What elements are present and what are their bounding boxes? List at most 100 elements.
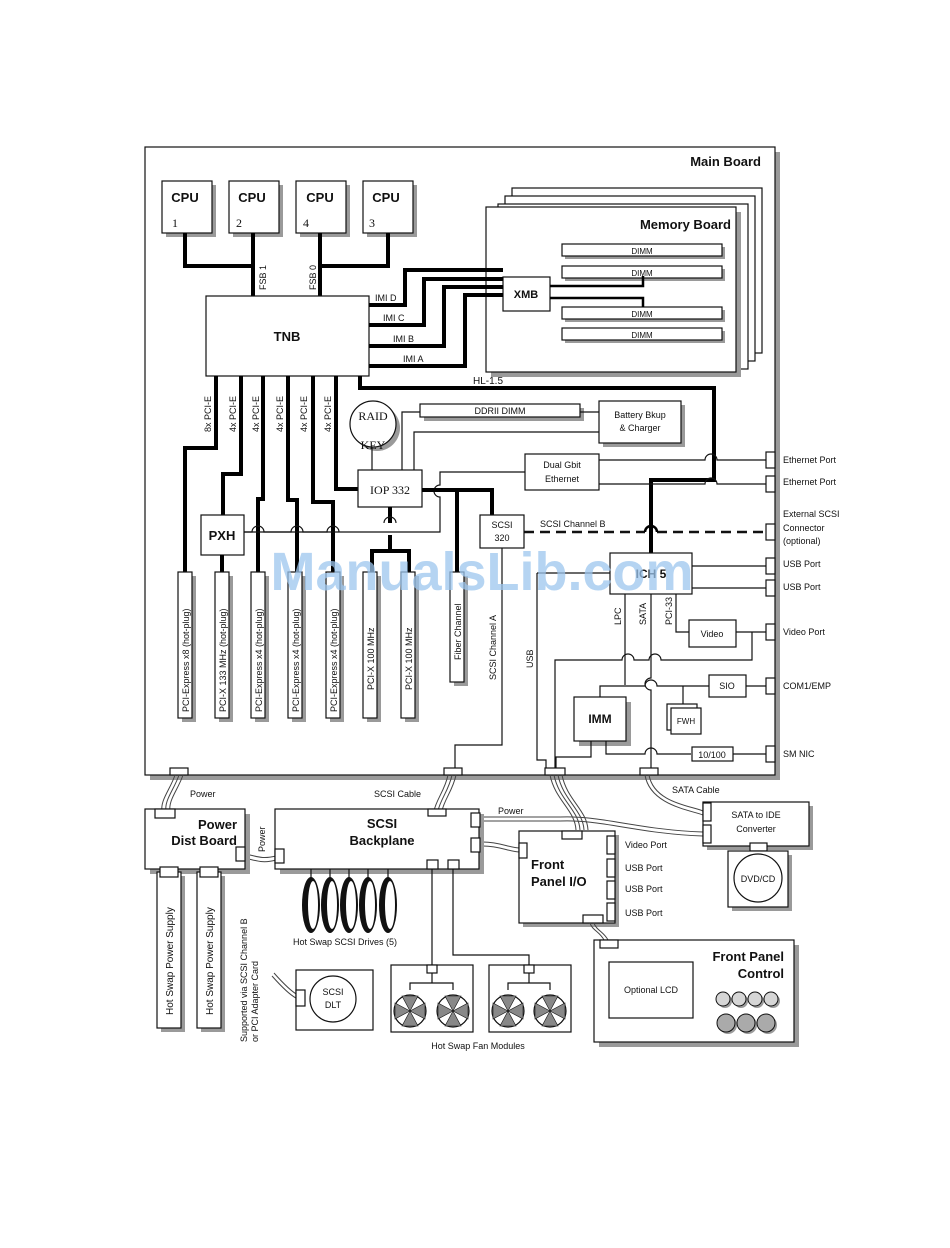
sata-cable-label: SATA Cable [672, 785, 720, 795]
svg-text:CPU: CPU [171, 190, 198, 205]
backplane-power-label: Power [498, 806, 524, 816]
fp-video-port: Video Port [625, 840, 667, 850]
raid-key: RAID KEY [349, 400, 400, 470]
slot-3: PCI-Express x4 (hot-plug) [254, 608, 264, 712]
dual-gbit-ethernet: Dual Gbit Ethernet [205, 453, 766, 533]
pcie-links: 8x PCI-E 4x PCI-E 4x PCI-E 4x PCI-E 4x P… [183, 376, 358, 572]
scsi-cable-label: SCSI Cable [374, 789, 421, 799]
svg-text:4x PCI-E: 4x PCI-E [228, 396, 238, 432]
imm-chip: IMM [555, 696, 691, 768]
svg-text:SATA: SATA [638, 603, 648, 625]
svg-text:CPU: CPU [372, 190, 399, 205]
tnb-chip: TNB [205, 295, 370, 377]
main-board-label: Main Board [690, 154, 761, 169]
front-panel-io: Front Panel I/O Video Port USB Port USB … [518, 830, 667, 941]
svg-text:10/100: 10/100 [698, 750, 726, 760]
fan-modules: Hot Swap Fan Modules [390, 869, 572, 1051]
svg-text:Backplane: Backplane [349, 833, 414, 848]
svg-text:8x PCI-E: 8x PCI-E [203, 396, 213, 432]
svg-text:Control: Control [738, 966, 784, 981]
fsb-buses: FSB 1 FSB 0 [183, 233, 390, 296]
imi-buses: IMI D IMI C IMI B IMI A [369, 268, 503, 368]
usb-link-label: USB [525, 649, 535, 668]
slot-7: PCI-X 100 MHz [404, 627, 414, 690]
port-ethernet-2: Ethernet Port [783, 477, 837, 487]
scsi-connector [443, 767, 463, 776]
svg-text:DIMM: DIMM [631, 310, 653, 319]
scsi-drives-label: Hot Swap SCSI Drives (5) [293, 937, 397, 947]
sata-connector [639, 767, 659, 776]
svg-text:DVD/CD: DVD/CD [741, 874, 776, 884]
power-dist-board: Power Dist Board Power [144, 808, 267, 874]
xmb-chip [502, 276, 551, 312]
power-supply-2: Hot Swap Power Supply [205, 907, 216, 1015]
svg-text:XMB: XMB [514, 289, 539, 301]
slot-5: PCI-Express x4 (hot-plug) [329, 608, 339, 712]
scsi-channel-a-label: SCSI Channel A [488, 615, 498, 680]
svg-text:PXH: PXH [209, 528, 236, 543]
svg-text:4x PCI-E: 4x PCI-E [323, 396, 333, 432]
svg-text:FWH: FWH [677, 717, 695, 726]
svg-text:4x PCI-E: 4x PCI-E [275, 396, 285, 432]
pxh-chip: PXH [200, 514, 340, 572]
svg-text:& Charger: & Charger [619, 423, 660, 433]
power-connector [169, 767, 189, 776]
ddr2-dimm: DDRII DIMM [401, 403, 599, 470]
power-link-label: Power [257, 826, 267, 852]
sio-chip: SIO [599, 674, 766, 706]
svg-text:CPU: CPU [238, 190, 265, 205]
svg-text:LPC: LPC [613, 607, 623, 625]
imi-a-label: IMI A [403, 354, 424, 364]
cpu-4: CPU 4 [295, 180, 350, 237]
fp-usb-port-3: USB Port [625, 908, 663, 918]
scsi-320: SCSI 320 SCSI Channel B [454, 514, 766, 768]
port-video: Video Port [783, 627, 825, 637]
fp-usb-port-2: USB Port [625, 884, 663, 894]
svg-text:KEY: KEY [361, 438, 386, 452]
cables: Power SCSI Cable SATA Cable Power [161, 774, 720, 863]
dimm-slots: DIMM DIMM DIMM DIMM [561, 243, 725, 343]
cpu-1: CPU 1 [161, 180, 216, 237]
svg-text:ICH 5: ICH 5 [636, 567, 667, 581]
video-chip: Video [554, 619, 766, 768]
rear-ports: Ethernet Port Ethernet Port External SCS… [765, 451, 840, 763]
svg-text:Dist Board: Dist Board [171, 833, 237, 848]
scsi-dlt: Supported via SCSI Channel B or PCI Adap… [239, 918, 374, 1042]
front-panel-control: Front Panel Control Optional LCD [593, 939, 799, 1047]
svg-text:DIMM: DIMM [631, 247, 653, 256]
port-usb-1: USB Port [783, 559, 821, 569]
svg-text:Battery Bkup: Battery Bkup [614, 410, 666, 420]
svg-text:4x PCI-E: 4x PCI-E [299, 396, 309, 432]
cpu-2: CPU 2 [228, 180, 283, 237]
fan-modules-label: Hot Swap Fan Modules [431, 1041, 525, 1051]
svg-text:2: 2 [236, 216, 242, 230]
hl-label: HL-1.5 [473, 376, 503, 387]
svg-text:SCSI: SCSI [367, 816, 397, 831]
hl-link: HL-1.5 [358, 376, 716, 553]
port-ext-scsi-2: Connector [783, 523, 825, 533]
optional-lcd [608, 961, 694, 1019]
ich5-chip: ICH 5 LPC SATA PCI-33 [536, 552, 766, 768]
svg-text:Front Panel: Front Panel [712, 949, 784, 964]
port-com1: COM1/EMP [783, 681, 831, 691]
scsi-backplane: SCSI Backplane [274, 808, 484, 874]
svg-text:Dual Gbit: Dual Gbit [543, 460, 581, 470]
imi-c-label: IMI C [383, 313, 405, 323]
fp-usb-port-1: USB Port [625, 863, 663, 873]
svg-text:Video: Video [701, 629, 724, 639]
port-ext-scsi-1: External SCSI [783, 509, 840, 519]
watermark: ManualsLib.com [270, 542, 693, 602]
svg-text:PCI-33: PCI-33 [664, 597, 674, 625]
slot-1: PCI-Express x8 (hot-plug) [181, 608, 191, 712]
iop-332: IOP 332 [357, 469, 423, 572]
svg-text:SCSI: SCSI [322, 987, 343, 997]
svg-text:1: 1 [172, 216, 178, 230]
svg-text:4: 4 [303, 216, 309, 230]
svg-text:Power: Power [198, 817, 237, 832]
scsi-channel-b-label: SCSI Channel B [540, 519, 606, 529]
svg-text:or PCI Adapter Card: or PCI Adapter Card [250, 961, 260, 1042]
cpu-group: CPU 1 CPU 2 CPU 4 CPU 3 [161, 180, 417, 237]
slot-6: PCI-X 100 MHz [366, 627, 376, 690]
power-cable-label: Power [190, 789, 216, 799]
